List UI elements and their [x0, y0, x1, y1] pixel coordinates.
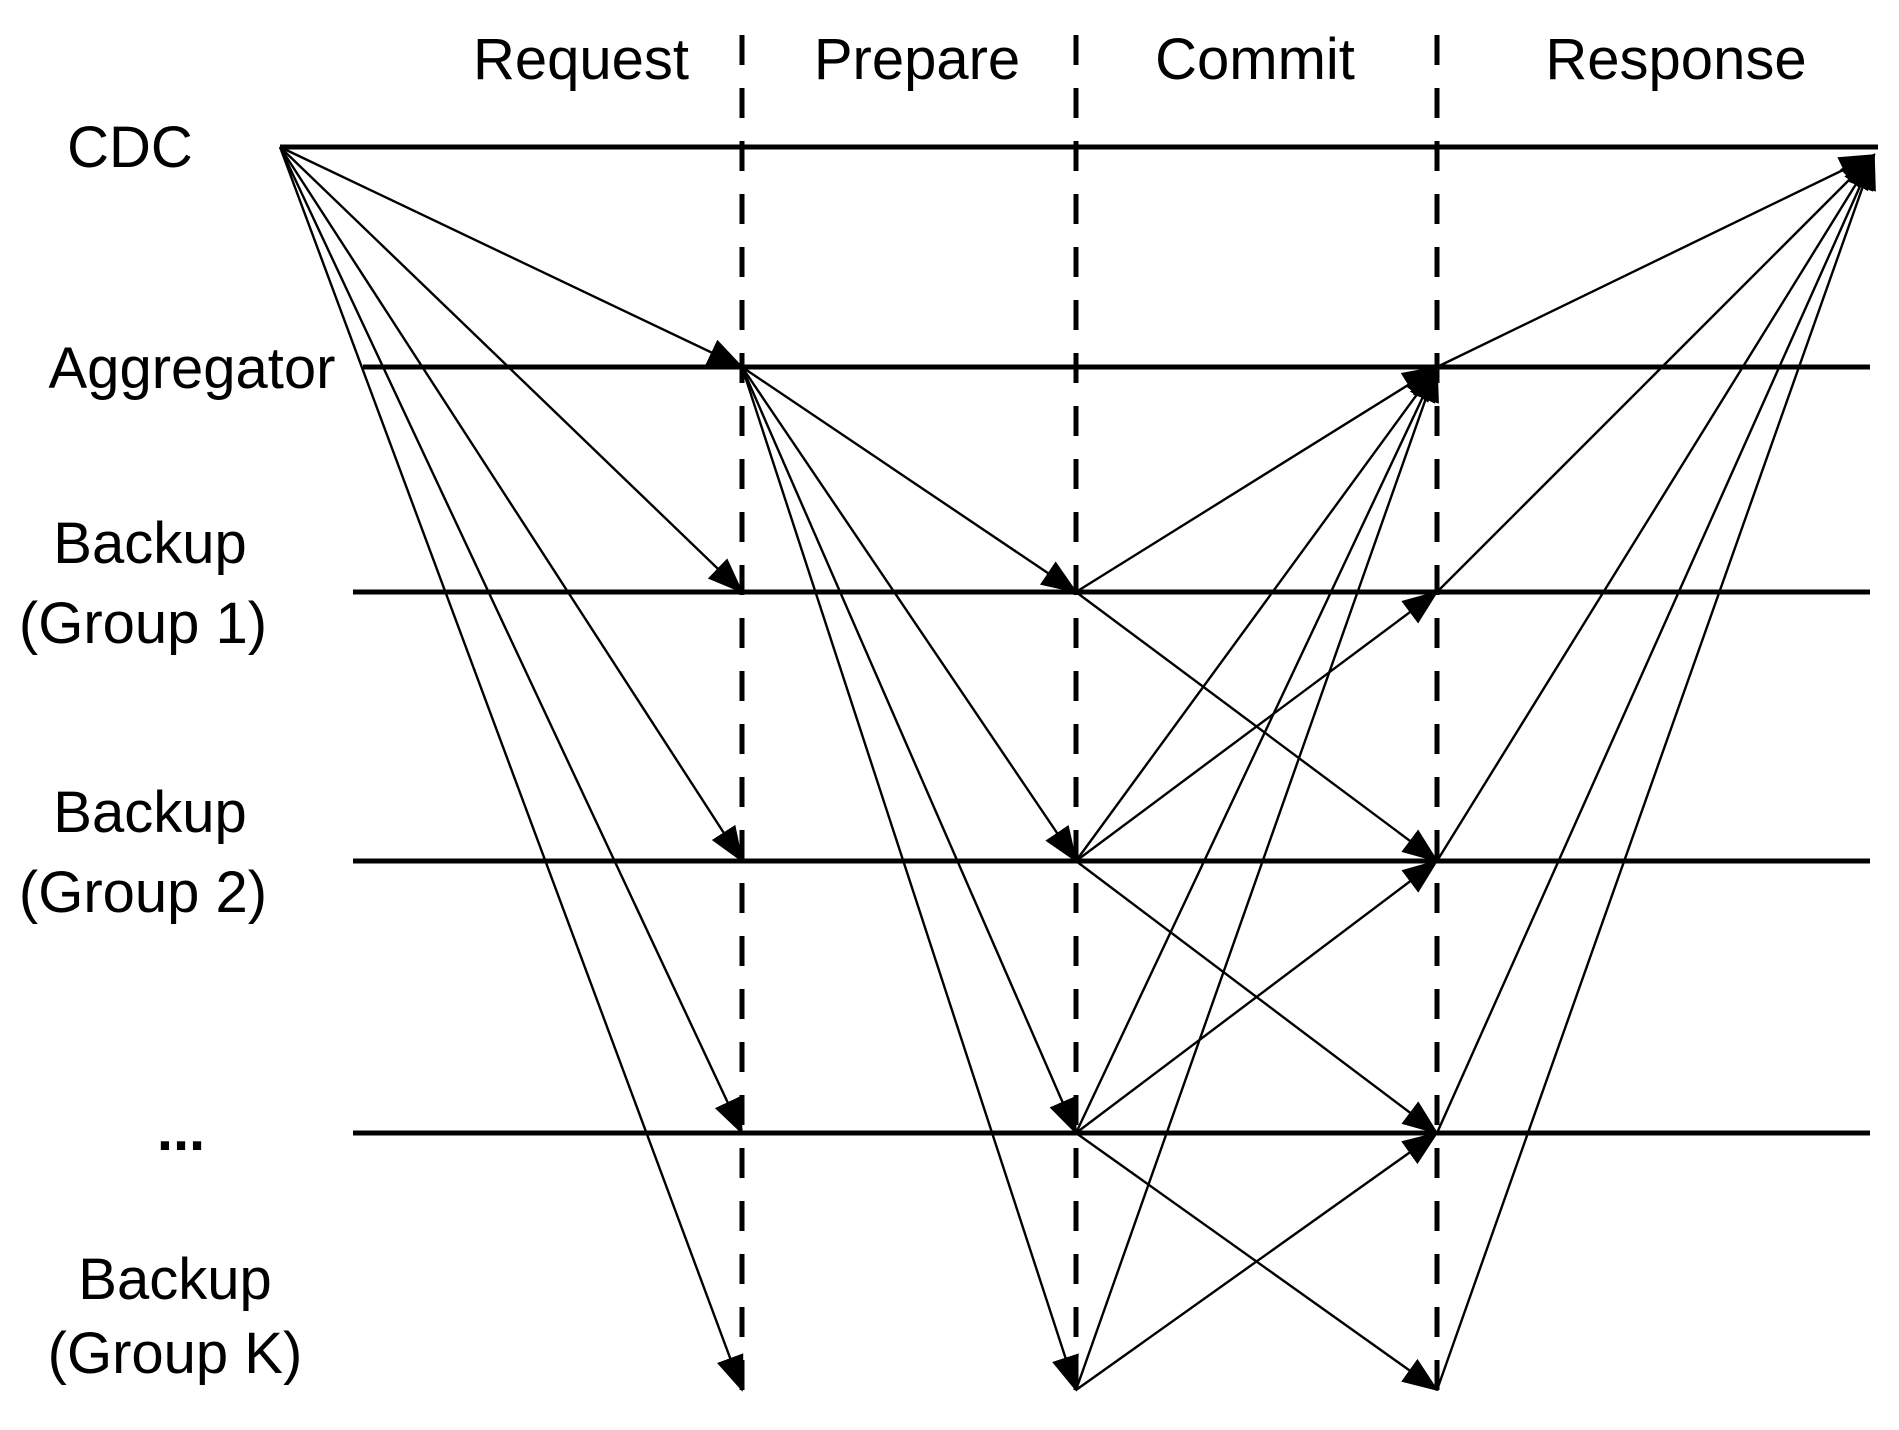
lifelines	[280, 144, 1878, 1136]
phase-label-commit: Commit	[1155, 27, 1355, 92]
phase-dividers	[739, 35, 1440, 1412]
arrow-request-cdc-to-backup-group-k	[278, 146, 744, 1392]
participant-label-backup-group-k-line1: Backup	[78, 1247, 271, 1312]
arrow-response-backup-group-2-to-cdc	[1435, 153, 1876, 862]
arrow-response-backup-group-k-to-cdc	[1435, 153, 1876, 1391]
participant-label-backup-group-1-line2: (Group 1)	[19, 591, 267, 656]
arrow-response-backup-group-1-to-cdc	[1436, 153, 1876, 593]
participant-label-backup-group-2-line1: Backup	[53, 780, 246, 845]
arrow-commit-backup-group-k-to-aggregator	[1074, 365, 1439, 1391]
arrow-commit-ellipsis-groups-to-backup-group-2	[1075, 859, 1439, 1134]
arrow-commit-backup-group-2-to-backup-group-1	[1075, 590, 1439, 862]
arrow-prepare-aggregator-to-ellipsis-groups	[740, 366, 1078, 1135]
participant-label-backup-group-k-line2: (Group K)	[48, 1321, 303, 1386]
arrow-request-cdc-to-backup-group-1	[279, 146, 744, 594]
arrow-request-cdc-to-backup-group-2	[278, 146, 744, 863]
arrow-request-cdc-to-aggregator	[279, 145, 744, 369]
arrow-response-aggregator-to-cdc	[1436, 153, 1876, 369]
participant-label-backup-group-2-line2: (Group 2)	[19, 860, 267, 925]
arrow-commit-ellipsis-groups-to-aggregator	[1074, 365, 1439, 1134]
message-arrows	[278, 145, 1876, 1392]
phase-label-prepare: Prepare	[814, 27, 1020, 92]
participant-label-cdc: CDC	[67, 115, 193, 180]
arrow-prepare-aggregator-to-backup-group-k	[740, 366, 1079, 1392]
arrow-response-ellipsis-groups-to-cdc	[1435, 153, 1876, 1134]
arrow-request-cdc-to-ellipsis-groups	[278, 146, 744, 1135]
arrow-prepare-aggregator-to-backup-group-1	[741, 366, 1078, 594]
arrow-commit-backup-group-2-to-aggregator	[1075, 365, 1439, 862]
phase-label-request: Request	[473, 27, 689, 92]
participant-label-ellipsis-groups: ...	[157, 1098, 205, 1163]
participant-label-backup-group-1-line1: Backup	[53, 511, 246, 576]
phase-label-response: Response	[1545, 27, 1806, 92]
arrow-prepare-aggregator-to-backup-group-2	[741, 366, 1078, 863]
arrow-commit-backup-group-1-to-aggregator	[1075, 365, 1439, 594]
arrow-commit-backup-group-k-to-ellipsis-groups	[1075, 1131, 1439, 1391]
participant-label-aggregator: Aggregator	[49, 336, 336, 401]
